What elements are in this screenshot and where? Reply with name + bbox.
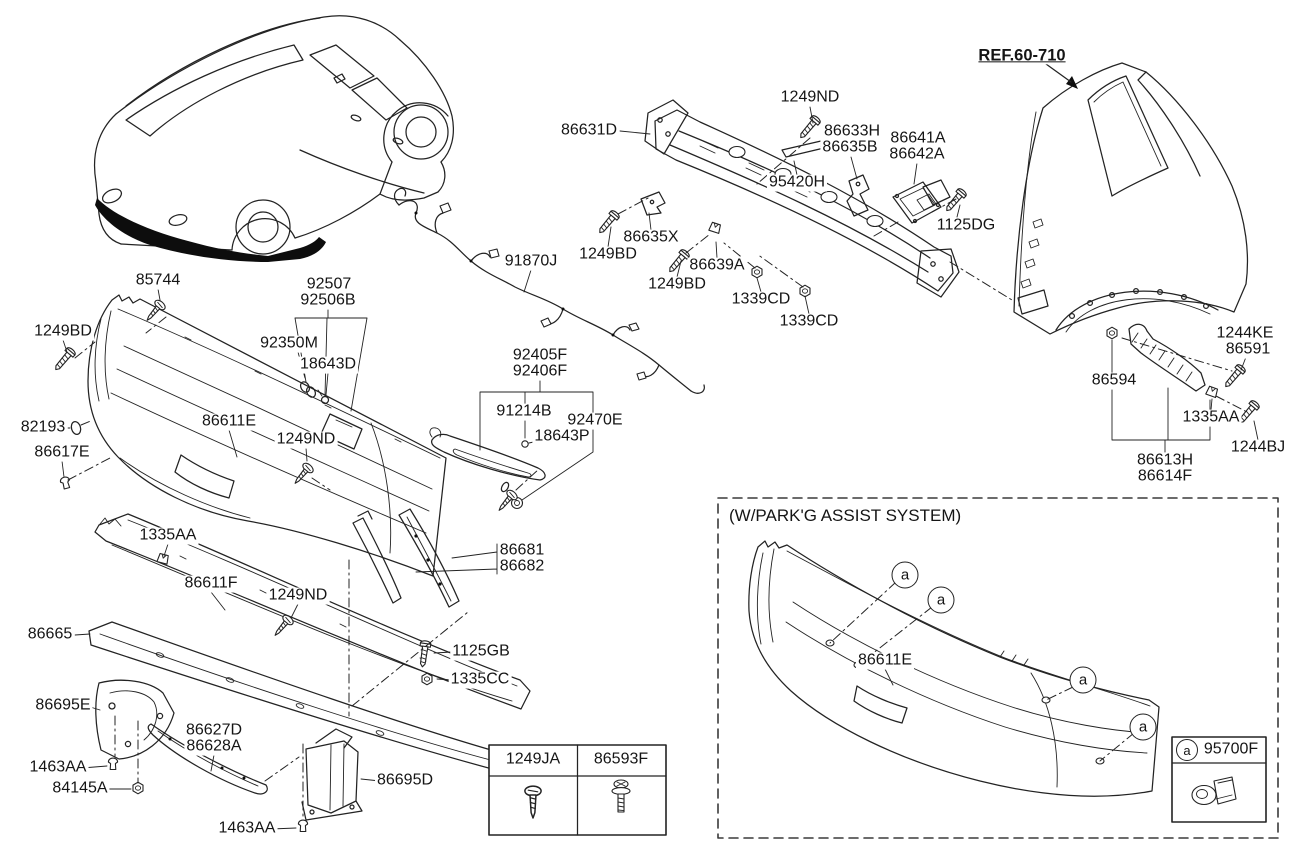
part-label-86635B: 86635B [820, 138, 880, 157]
part-label-1249ND: 1249ND [778, 88, 842, 107]
bumper-cover-upper [51, 294, 447, 577]
part-label-1125DG: 1125DG [934, 216, 998, 235]
part-label-86642A: 86642A [887, 145, 947, 164]
part-label-86617E: 86617E [32, 443, 92, 462]
fastener-legend-table [488, 744, 667, 836]
part-label-1249BD: 1249BD [646, 275, 708, 294]
part-label-95420H: 95420H [766, 173, 828, 192]
ref-label: REF.60-710 [976, 46, 1068, 65]
part-label-92507: 92507 [304, 275, 354, 294]
part-label-86613H: 86613H [1134, 451, 1196, 470]
part-label-91870J: 91870J [502, 252, 560, 271]
legend-label-1249JA: 1249JA [505, 750, 561, 768]
part-label-91214B: 91214B [494, 402, 554, 421]
legend-label-95700F: 95700F [1203, 740, 1259, 758]
part-label-82193: 82193 [18, 418, 68, 437]
part-label-1125GB: 1125GB [450, 642, 512, 661]
part-label-1339CD: 1339CD [777, 312, 841, 331]
part-label-18643D: 18643D [297, 355, 359, 374]
part-label-86635X: 86635X [621, 228, 681, 247]
part-label-85744: 85744 [133, 271, 183, 290]
callout-a: a [1176, 739, 1198, 761]
crossmember-assembly [595, 99, 969, 298]
lamp-parts [299, 381, 546, 515]
part-label-1244BJ: 1244BJ [1228, 438, 1288, 457]
part-label-86611F: 86611F [182, 574, 240, 593]
part-label-86627D: 86627D [183, 721, 245, 740]
part-label-86591: 86591 [1223, 340, 1273, 359]
legend-label-86593F: 86593F [593, 750, 649, 768]
callout-a: a [927, 586, 955, 614]
part-label-86631D: 86631D [558, 121, 620, 140]
bumper-side-slats [352, 508, 460, 608]
callout-a: a [1069, 666, 1097, 694]
part-label-18643P: 18643P [532, 427, 592, 446]
part-label-84145A: 84145A [50, 779, 110, 798]
part-label-1335CC: 1335CC [448, 670, 512, 689]
part-label-1249BD: 1249BD [577, 245, 639, 264]
part-label-1463AA: 1463AA [27, 758, 89, 777]
part-label-86695E: 86695E [33, 696, 93, 715]
part-label-86665: 86665 [25, 625, 75, 644]
callout-a: a [1129, 713, 1157, 741]
part-label-92406F: 92406F [510, 362, 570, 381]
part-label-86611E: 86611E [856, 651, 914, 670]
quarter-panel [1013, 62, 1249, 335]
wiring-harness [393, 187, 705, 394]
callout-a: a [891, 561, 919, 589]
part-label-86639A: 86639A [687, 256, 747, 275]
park-assist-title: (W/PARK'G ASSIST SYSTEM) [729, 506, 962, 526]
part-label-1249BD: 1249BD [32, 322, 94, 341]
part-label-92506B: 92506B [298, 291, 358, 310]
part-label-86611E: 86611E [200, 412, 258, 431]
part-label-1249ND: 1249ND [274, 430, 338, 449]
part-label-92405F: 92405F [510, 346, 570, 365]
side-bracket-group [1106, 323, 1262, 427]
part-label-1244KE: 1244KE [1214, 324, 1276, 343]
part-label-86633H: 86633H [821, 122, 883, 141]
part-label-1335AA: 1335AA [137, 526, 199, 545]
part-label-86594: 86594 [1089, 371, 1139, 390]
part-label-1339CD: 1339CD [729, 290, 793, 309]
part-label-86682: 86682 [497, 557, 547, 576]
part-label-1249ND: 1249ND [266, 586, 330, 605]
part-label-86641A: 86641A [888, 129, 948, 148]
car-illustration [93, 15, 454, 262]
part-label-86695D: 86695D [374, 771, 436, 790]
alignment-lines [67, 137, 1248, 820]
part-label-92350M: 92350M [258, 334, 320, 353]
part-label-1463AA: 1463AA [216, 819, 278, 838]
part-label-86681: 86681 [497, 541, 547, 560]
part-label-86628A: 86628A [184, 737, 244, 756]
part-label-1335AA: 1335AA [1180, 408, 1242, 427]
part-label-92470E: 92470E [565, 411, 625, 430]
part-label-86614F: 86614F [1135, 467, 1195, 486]
